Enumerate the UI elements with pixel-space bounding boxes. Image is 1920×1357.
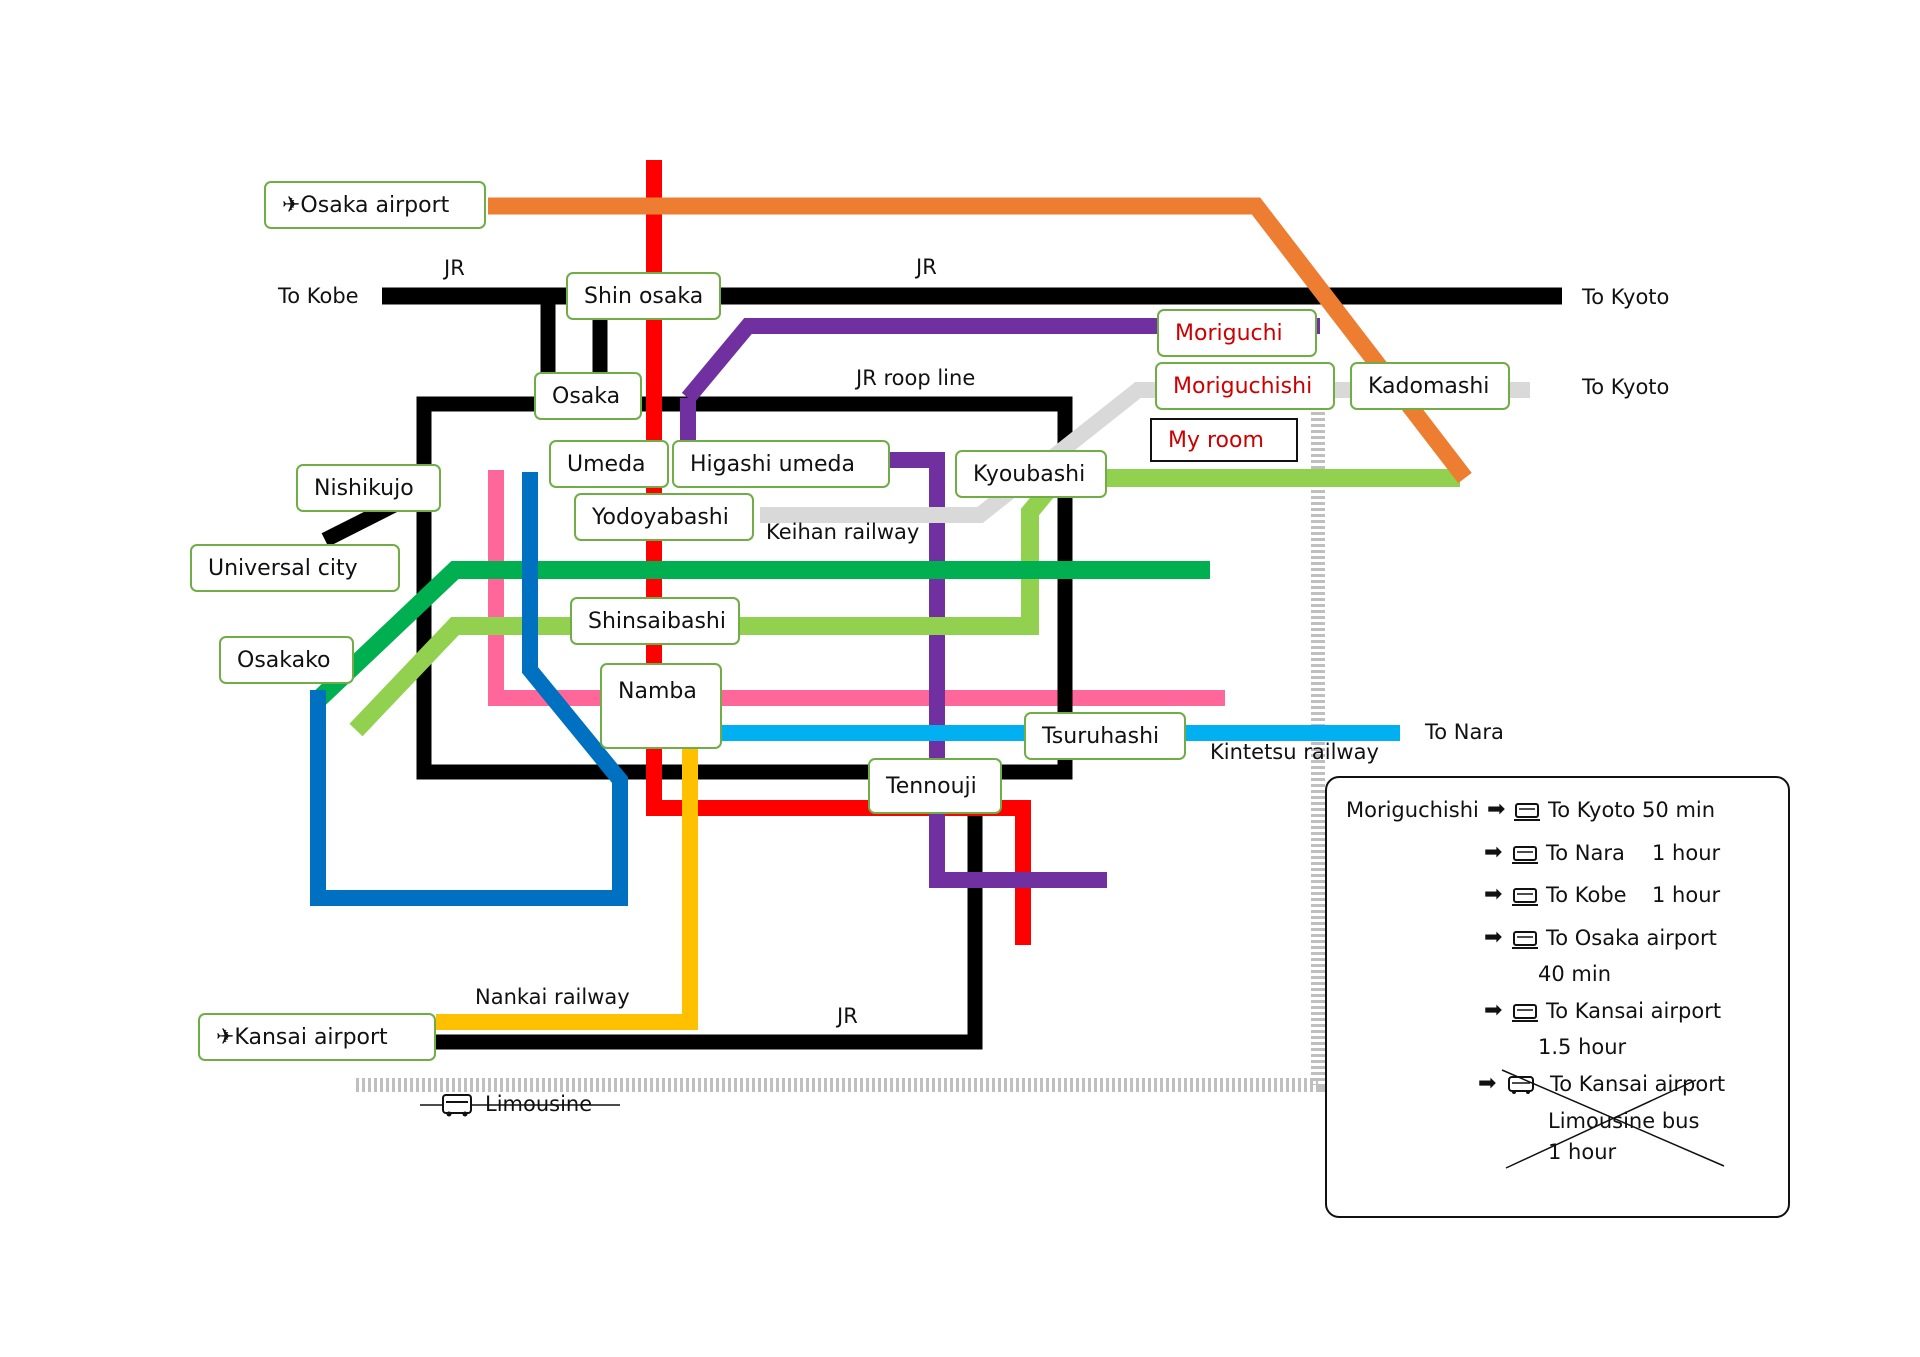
station-osaka[interactable]: Osaka (534, 372, 642, 420)
legend-route-nara-time: 1 hour (1652, 841, 1721, 865)
bus-icon (442, 1094, 472, 1117)
legend-route-kansai-limousine: To Kansai airport (1550, 1072, 1726, 1096)
legend-route-kyoto: To Kyoto 50 min (1548, 798, 1716, 822)
train-icon (1514, 803, 1540, 821)
station-kyoubashi[interactable]: Kyoubashi (955, 450, 1107, 498)
station-moriguchi[interactable]: Moriguchi (1157, 309, 1317, 357)
station-osakako[interactable]: Osakako (219, 636, 354, 684)
station-shin-osaka[interactable]: Shin osaka (566, 272, 721, 320)
purple-line (681, 318, 1320, 404)
train-icon (1512, 888, 1538, 906)
label-limousine: Limousine (485, 1092, 593, 1116)
green-line (313, 561, 1210, 705)
legend-route-osaka-airport: To Osaka airport (1546, 926, 1717, 950)
station-umeda[interactable]: Umeda (549, 440, 669, 488)
label-to-nara: To Nara (1425, 720, 1504, 744)
label-jr-left: JR (444, 256, 465, 280)
arrow-icon: ➡ (1484, 882, 1503, 907)
station-shinsaibashi[interactable]: Shinsaibashi (570, 597, 740, 645)
train-icon (1512, 1004, 1538, 1022)
limousine-cross-out (1501, 1069, 1725, 1169)
pink-line (488, 470, 1225, 706)
station-higashi-umeda[interactable]: Higashi umeda (672, 440, 890, 488)
jr-south-line (436, 812, 983, 1050)
train-icon (1512, 846, 1538, 864)
legend-route-osaka-airport-time: 40 min (1538, 962, 1611, 986)
arrow-icon: ➡ (1484, 925, 1503, 950)
limousine-route (356, 400, 1325, 1092)
station-moriguchishi[interactable]: Moriguchishi (1155, 362, 1335, 410)
purple-south-line (890, 452, 1107, 888)
legend-route-kansai-airport: To Kansai airport (1546, 999, 1722, 1023)
station-osaka-airport[interactable]: ✈Osaka airport (264, 181, 486, 229)
label-jr-roop-line: JR roop line (856, 366, 976, 390)
station-kadomashi[interactable]: Kadomashi (1350, 362, 1510, 410)
label-to-kobe: To Kobe (278, 284, 359, 308)
legend-route-kansai-airport-time: 1.5 hour (1538, 1035, 1627, 1059)
label-keihan-railway: Keihan railway (766, 520, 920, 544)
arrow-icon: ➡ (1484, 840, 1503, 865)
blue-line (310, 472, 628, 906)
station-namba[interactable]: Namba (600, 663, 722, 749)
legend-origin: Moriguchishi (1346, 798, 1479, 822)
label-kintetsu-railway: Kintetsu railway (1210, 740, 1379, 764)
arrow-icon: ➡ (1478, 1071, 1497, 1096)
jr-osaka-connector (385, 288, 556, 375)
label-to-kyoto-2: To Kyoto (1582, 375, 1670, 399)
label-jr-bottom: JR (837, 1004, 858, 1028)
label-jr-top: JR (916, 255, 937, 279)
station-tennouji[interactable]: Tennouji (868, 758, 1002, 814)
legend-route-nara: To Nara (1546, 841, 1625, 865)
station-tsuruhashi[interactable]: Tsuruhashi (1024, 712, 1186, 760)
station-universal-city[interactable]: Universal city (190, 544, 400, 592)
my-room-marker[interactable]: My room (1150, 418, 1298, 462)
nankai-railway-line (436, 742, 698, 1030)
station-nishikujo[interactable]: Nishikujo (296, 464, 441, 512)
arrow-icon: ➡ (1487, 797, 1506, 822)
label-nankai-railway: Nankai railway (475, 985, 630, 1009)
label-to-kyoto-1: To Kyoto (1582, 285, 1670, 309)
station-yodoyabashi[interactable]: Yodoyabashi (574, 493, 754, 541)
legend-route-kobe: To Kobe (1546, 883, 1627, 907)
train-icon (1512, 931, 1538, 949)
station-kansai-airport[interactable]: ✈Kansai airport (198, 1013, 436, 1061)
arrow-icon: ➡ (1484, 998, 1503, 1023)
legend-route-kobe-time: 1 hour (1652, 883, 1721, 907)
